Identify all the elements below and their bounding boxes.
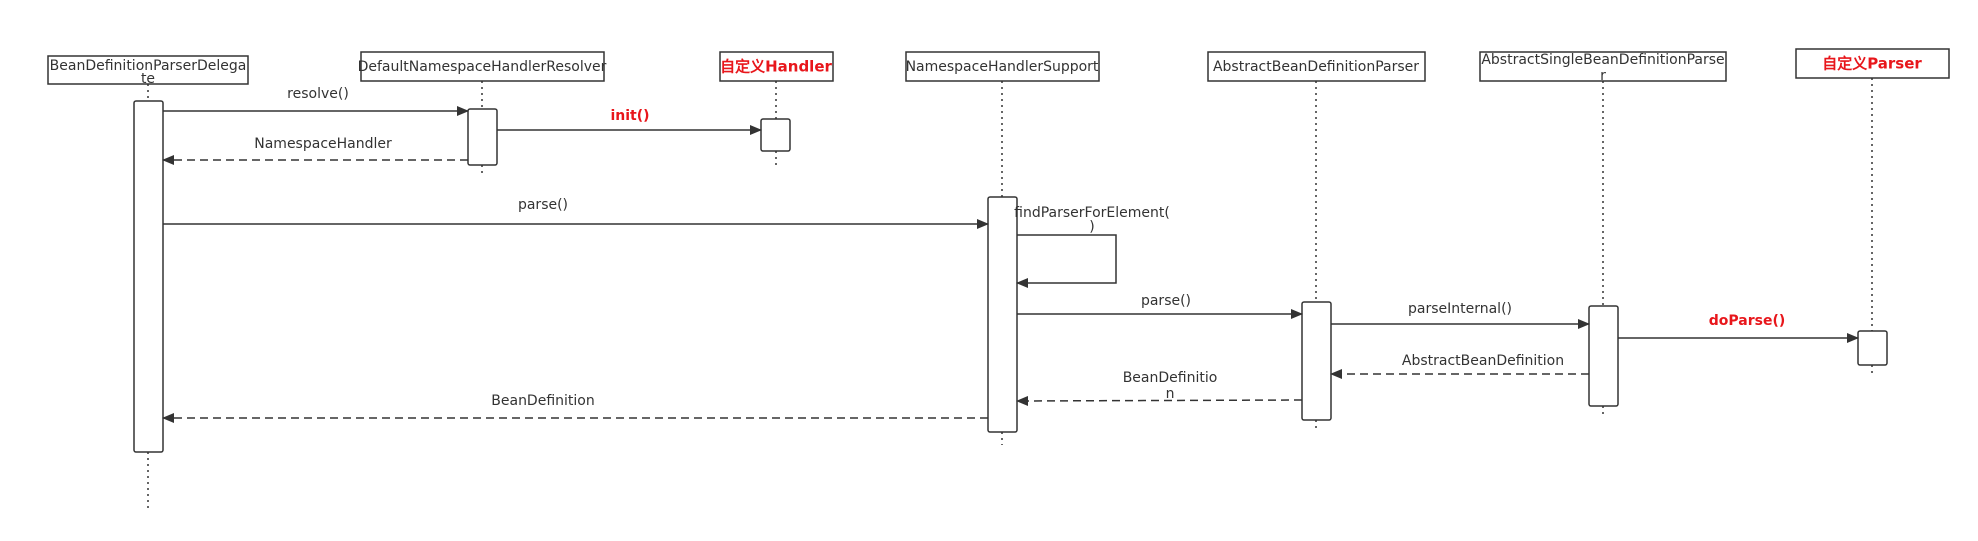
message-init-label: init() — [610, 108, 649, 124]
participant-single-parser-label-2: r — [1600, 68, 1606, 84]
participant-custom-parser-label: 自定义Parser — [1822, 55, 1922, 73]
lifelines — [147, 78, 1873, 510]
message-parse-internal-label: parseInternal() — [1408, 301, 1512, 317]
participant-resolver: DefaultNamespaceHandlerResolver — [358, 51, 607, 82]
participant-delegate: BeanDefinitionParserDelega te — [47, 55, 249, 87]
message-find-parser-arrow — [1016, 234, 1117, 288]
participant-abstract-parser-label: AbstractBeanDefinitionParser — [1213, 59, 1419, 75]
participant-single-parser-label-1: AbstractSingleBeanDefinitionParse — [1481, 52, 1724, 68]
message-find-parser-label-1: findParserForElement( — [1014, 205, 1170, 221]
message-bean-def-1-label-1: BeanDefinitio — [1123, 370, 1218, 386]
activation-delegate — [133, 100, 164, 453]
message-find-parser-label-2: ) — [1089, 219, 1094, 235]
participant-custom-handler-label: 自定义Handler — [720, 58, 832, 76]
activation-single-parser — [1588, 305, 1619, 407]
participant-delegate-label-2: te — [141, 71, 155, 87]
message-abstract-bean-def-label: AbstractBeanDefinition — [1402, 353, 1564, 369]
activations — [133, 100, 1888, 453]
activation-ns-support — [987, 196, 1018, 433]
participants: BeanDefinitionParserDelega te DefaultNam… — [47, 48, 1950, 87]
message-parse-1-label: parse() — [518, 197, 568, 213]
participant-delegate-label-1: BeanDefinitionParserDelega — [50, 58, 247, 74]
participant-single-parser: AbstractSingleBeanDefinitionParse r — [1479, 51, 1727, 84]
activation-custom-parser — [1857, 330, 1888, 366]
message-resolve-label: resolve() — [287, 86, 349, 102]
participant-ns-support: NamespaceHandlerSupport — [905, 51, 1100, 82]
participant-abstract-parser: AbstractBeanDefinitionParser — [1207, 51, 1426, 82]
activation-custom-handler — [760, 118, 791, 152]
participant-custom-handler: 自定义Handler — [719, 51, 834, 82]
message-bean-def-1-label-2: n — [1166, 386, 1175, 402]
message-bean-def-2-label: BeanDefinition — [491, 393, 594, 409]
message-bean-def-1-arrow — [1016, 395, 1303, 406]
participant-resolver-label: DefaultNamespaceHandlerResolver — [358, 59, 607, 75]
message-parse-2-label: parse() — [1141, 293, 1191, 309]
messages — [162, 106, 1859, 423]
activation-abstract-parser — [1301, 301, 1332, 421]
message-labels: resolve() init() NamespaceHandler parse(… — [254, 86, 1785, 409]
participant-custom-parser: 自定义Parser — [1795, 48, 1950, 79]
message-do-parse-label: doParse() — [1709, 313, 1786, 329]
participant-ns-support-label: NamespaceHandlerSupport — [906, 59, 1099, 75]
message-namespace-handler-label: NamespaceHandler — [254, 136, 392, 152]
activation-resolver — [467, 108, 498, 166]
